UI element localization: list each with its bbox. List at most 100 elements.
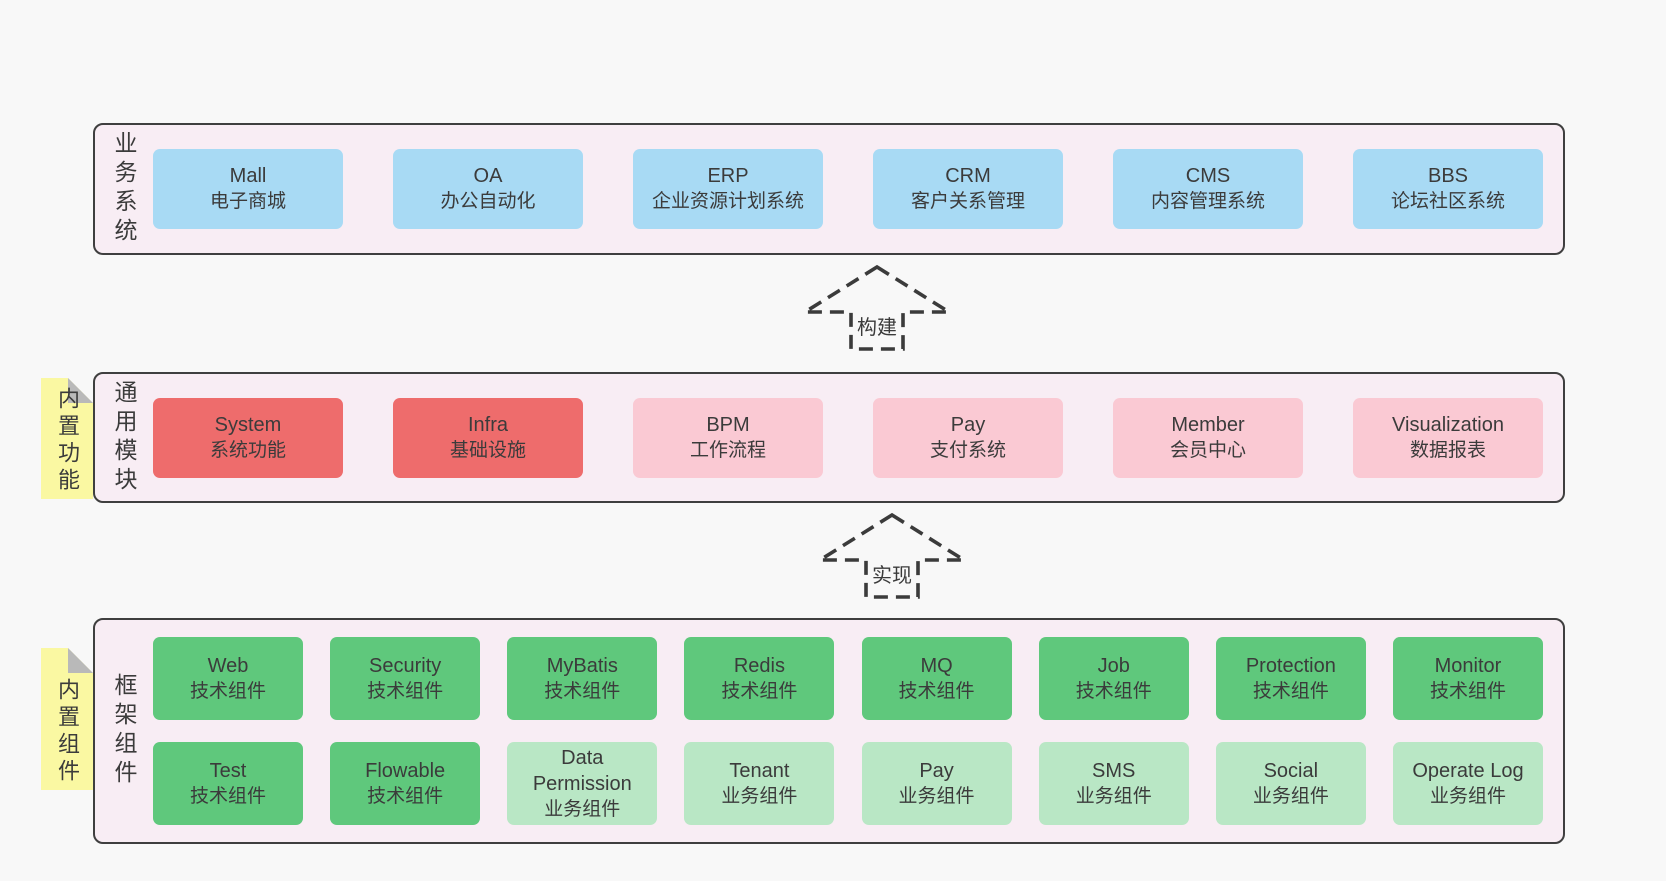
box-subtitle: 技术组件 [898,680,975,702]
panel-modules-label-text: 通用模块 [111,379,137,496]
box-subtitle: 办公自动化 [440,191,536,212]
box-subtitle: 电子商城 [209,191,286,212]
sticky-built-in-components: 内置组件 [41,648,93,790]
box-title: SMS [1092,759,1136,782]
implement-arrow-icon [812,512,972,600]
box-title: Pay [919,759,954,782]
component-box-monitor: Monitor 技术组件 [1392,637,1543,720]
build-arrow-label: 构建 [857,317,897,339]
box-title: MQ [920,654,953,677]
business-box-erp: ERP 企业资源计划系统 [633,149,823,229]
sticky-built-in-features-text: 内置功能 [55,387,80,495]
box-title: ERP [707,165,749,187]
box-subtitle: 技术组件 [544,680,621,702]
module-box-member: Member 会员中心 [1113,397,1303,478]
implement-arrow-label: 实现 [872,565,912,587]
component-box-flowable: Flowable 技术组件 [330,742,481,825]
component-box-pay: Pay 业务组件 [861,742,1012,825]
box-subtitle: 论坛社区系统 [1390,191,1505,212]
box-title: Web [207,654,249,677]
sticky-built-in-features: 内置功能 [41,378,93,499]
sticky-built-in-components-text: 内置组件 [55,678,80,786]
component-box-sms: SMS 业务组件 [1038,742,1189,825]
business-box-oa: OA 办公自动化 [393,149,583,229]
component-box-data-permission: Data Permission 业务组件 [507,742,658,825]
box-title: Redis [733,654,785,677]
component-box-tenant: Tenant 业务组件 [684,742,835,825]
components-row-1: Web 技术组件 Security 技术组件 MyBatis 技术组件 Redi… [153,637,1543,720]
panel-framework-components: 框架组件 Web 技术组件 Security 技术组件 MyBatis 技术组件… [93,618,1565,844]
box-subtitle: 客户关系管理 [910,191,1025,212]
component-box-redis: Redis 技术组件 [684,637,835,720]
box-subtitle: 技术组件 [721,680,798,702]
box-subtitle: 业务组件 [544,798,621,820]
panel-business-label-text: 业务系统 [111,131,137,247]
component-box-social: Social 业务组件 [1215,742,1366,825]
box-title: Protection [1245,654,1336,677]
box-subtitle: 业务组件 [1429,785,1506,807]
box-subtitle: 会员中心 [1169,439,1246,461]
box-subtitle: 业务组件 [1252,785,1329,807]
component-box-test: Test 技术组件 [153,742,303,825]
box-title: Tenant [729,759,790,782]
box-title: Pay [950,413,986,436]
component-box-mq: MQ 技术组件 [861,637,1012,720]
components-box-rows: Web 技术组件 Security 技术组件 MyBatis 技术组件 Redi… [153,620,1563,842]
business-box-mall: Mall 电子商城 [153,149,343,229]
business-box-cms: CMS 内容管理系统 [1113,149,1303,229]
box-title: CMS [1185,165,1231,187]
module-box-bpm: BPM 工作流程 [633,397,823,478]
modules-box-row: System 系统功能 Infra 基础设施 BPM 工作流程 Pay 支付系统… [153,374,1563,501]
module-box-infra: Infra 基础设施 [393,397,583,478]
box-subtitle: 内容管理系统 [1150,191,1265,212]
module-box-visualization: Visualization 数据报表 [1353,397,1543,478]
sticky-fold-corner [68,648,93,673]
box-title: Visualization [1392,413,1504,436]
box-subtitle: 支付系统 [929,439,1006,461]
component-box-job: Job 技术组件 [1038,637,1189,720]
panel-business-label: 业务系统 [95,125,153,253]
box-title: Mall [229,165,267,187]
box-title: Job [1097,654,1130,677]
component-box-security: Security 技术组件 [330,637,481,720]
box-title: Monitor [1434,654,1502,677]
panel-business-systems: 业务系统 Mall 电子商城 OA 办公自动化 ERP 企业资源计划系统 CRM… [93,123,1565,255]
component-box-mybatis: MyBatis 技术组件 [507,637,658,720]
box-title: Social [1263,759,1319,782]
component-box-operate-log: Operate Log 业务组件 [1392,742,1543,825]
box-title: MyBatis [546,654,618,677]
box-title: Data Permission [532,746,632,795]
box-title: System [214,413,282,436]
box-title: Member [1171,413,1245,436]
box-title: Operate Log [1412,759,1524,782]
box-title: BBS [1427,165,1469,187]
box-title: Flowable [365,759,446,782]
panel-modules-label: 通用模块 [95,374,153,501]
box-subtitle: 技术组件 [367,785,444,807]
box-subtitle: 企业资源计划系统 [651,191,804,212]
box-subtitle: 系统功能 [209,439,286,461]
module-box-system: System 系统功能 [153,397,343,478]
panel-components-label: 框架组件 [95,620,153,842]
component-box-web: Web 技术组件 [153,637,303,720]
build-arrow-icon [797,264,957,352]
box-title: OA [473,165,503,187]
box-subtitle: 技术组件 [1075,680,1152,702]
box-title: Security [369,654,442,677]
component-box-protection: Protection 技术组件 [1215,637,1366,720]
panel-components-label-text: 框架组件 [111,673,137,789]
module-box-pay: Pay 支付系统 [873,397,1063,478]
box-subtitle: 业务组件 [1075,785,1152,807]
box-subtitle: 技术组件 [367,680,444,702]
box-subtitle: 业务组件 [898,785,975,807]
box-title: BPM [706,413,750,436]
business-box-row: Mall 电子商城 OA 办公自动化 ERP 企业资源计划系统 CRM 客户关系… [153,125,1563,253]
box-subtitle: 基础设施 [449,439,526,461]
box-subtitle: 技术组件 [189,785,266,807]
business-box-bbs: BBS 论坛社区系统 [1353,149,1543,229]
components-row-2: Test 技术组件 Flowable 技术组件 Data Permission … [153,742,1543,825]
box-subtitle: 数据报表 [1409,439,1486,461]
box-subtitle: 业务组件 [721,785,798,807]
business-box-crm: CRM 客户关系管理 [873,149,1063,229]
